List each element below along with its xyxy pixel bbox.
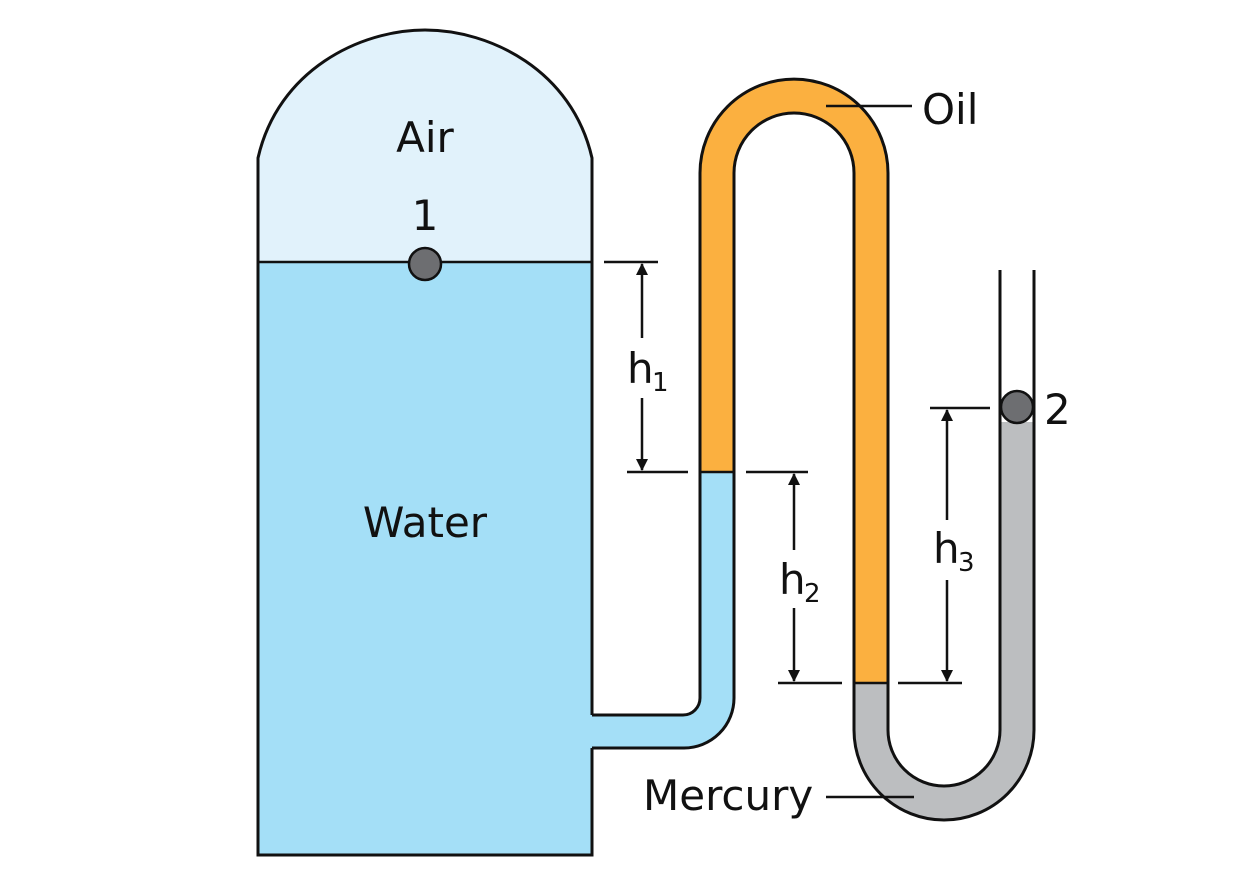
mercury-tube: [854, 422, 1034, 820]
point-1-label: 1: [412, 191, 439, 240]
water-region: [258, 262, 592, 855]
point-2-label: 2: [1044, 385, 1071, 434]
h3-label: h 3: [933, 524, 975, 578]
svg-text:3: 3: [958, 548, 975, 578]
air-region: [258, 30, 592, 262]
air-label: Air: [396, 113, 454, 162]
svg-text:h: h: [779, 555, 806, 604]
svg-text:h: h: [933, 524, 960, 573]
svg-text:h: h: [627, 344, 654, 393]
h1-label: h 1: [627, 344, 669, 398]
mercury-label: Mercury: [643, 771, 813, 820]
tube-outer-outline: [592, 111, 1036, 822]
point-1-marker: [407, 246, 443, 282]
water-pipe: [592, 472, 734, 748]
tank: [256, 28, 594, 857]
tube-inner-outline: [592, 77, 1002, 788]
oil-tube: [700, 79, 888, 683]
water-label: Water: [363, 498, 488, 547]
tank-outline: [256, 28, 594, 857]
point-2-marker: [999, 389, 1035, 425]
oil-label: Oil: [922, 85, 978, 134]
svg-text:1: 1: [652, 368, 669, 398]
svg-text:2: 2: [804, 579, 821, 609]
h2-label: h 2: [779, 555, 821, 609]
